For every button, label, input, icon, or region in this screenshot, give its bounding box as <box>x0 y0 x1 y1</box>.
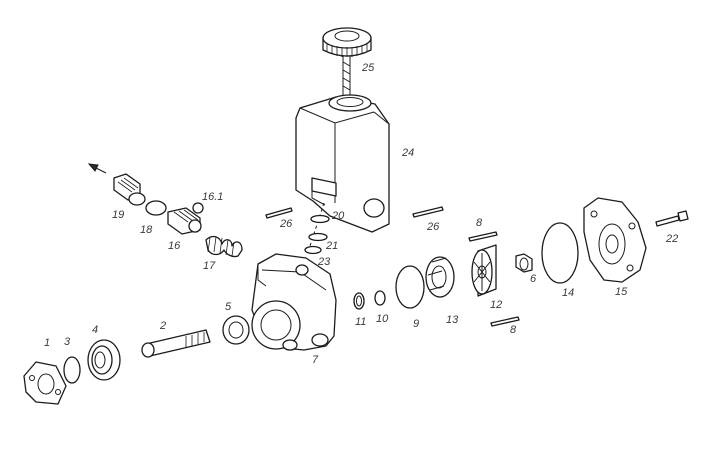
callout-24: 24 <box>402 147 415 159</box>
callout-18: 18 <box>140 224 153 236</box>
part-spring <box>205 235 243 258</box>
callout-7: 7 <box>312 354 319 366</box>
part-small-rings <box>353 290 386 310</box>
callout-19: 19 <box>112 209 125 221</box>
callout-1: 1 <box>44 337 51 349</box>
part-end-cover <box>583 197 647 283</box>
part-bushing <box>515 253 533 273</box>
callout-4: 4 <box>92 324 99 336</box>
part-flow-valve <box>167 207 202 235</box>
part-drive-shaft <box>141 329 211 358</box>
part-union-fitting <box>87 163 146 206</box>
callout-8-bottom: 8 <box>510 324 517 336</box>
part-washer-16-1 <box>192 202 204 214</box>
part-reservoir <box>295 94 390 233</box>
callout-23: 23 <box>318 256 331 268</box>
part-shaft-seal <box>222 315 250 345</box>
callout-26-left: 26 <box>280 218 293 230</box>
part-reservoir-seals <box>304 202 330 255</box>
part-flange <box>23 361 67 405</box>
callout-10: 10 <box>376 313 389 325</box>
callout-15: 15 <box>615 286 628 298</box>
callout-14: 14 <box>562 287 575 299</box>
part-pump-housing <box>251 253 337 351</box>
part-o-ring-9 <box>395 265 425 309</box>
part-pin-top <box>265 206 444 219</box>
callout-12: 12 <box>490 299 503 311</box>
callout-20: 20 <box>332 210 345 222</box>
part-cam-ring <box>471 244 497 297</box>
callout-8-top: 8 <box>476 217 483 229</box>
part-pressure-plate <box>425 256 455 298</box>
callout-17: 17 <box>203 260 216 272</box>
callout-9: 9 <box>413 318 420 330</box>
part-filler-cap <box>322 27 372 96</box>
part-bolt <box>655 210 689 227</box>
callout-13: 13 <box>446 314 459 326</box>
callout-11: 11 <box>355 316 367 328</box>
callout-2: 2 <box>160 320 167 332</box>
part-bearing <box>87 339 121 381</box>
callout-5: 5 <box>225 301 232 313</box>
part-seal-ring-14 <box>541 222 579 284</box>
callout-21: 21 <box>326 240 339 252</box>
callout-3: 3 <box>64 336 71 348</box>
callout-22: 22 <box>666 233 679 245</box>
callout-26-right: 26 <box>427 221 440 233</box>
callout-25: 25 <box>362 62 375 74</box>
part-o-ring-18 <box>145 200 167 216</box>
callout-16-1: 16.1 <box>202 191 224 203</box>
part-pin-8 <box>468 231 520 327</box>
part-snap-ring <box>63 356 81 384</box>
callout-6: 6 <box>530 273 537 285</box>
callout-16: 16 <box>168 240 181 252</box>
